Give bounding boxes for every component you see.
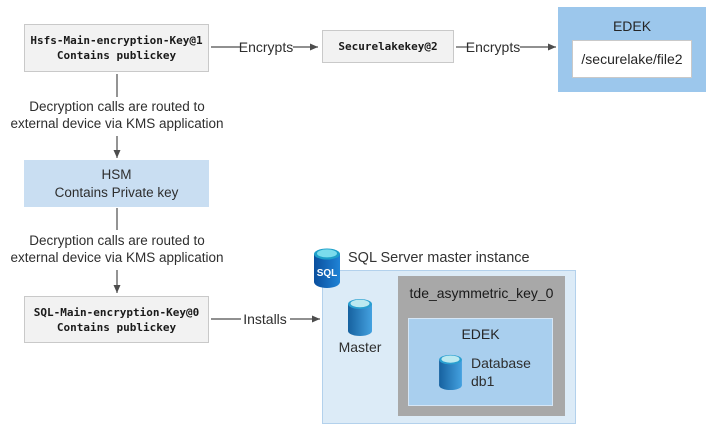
edek-title: EDEK bbox=[612, 18, 652, 34]
tde-asymmetric-key-title: tde_asymmetric_key_0 bbox=[409, 285, 554, 301]
kms-note-bottom-line2: external device via KMS application bbox=[10, 250, 224, 265]
encrypts-label-2: Encrypts bbox=[465, 39, 521, 55]
kms-note-top: Decryption calls are routed to external … bbox=[0, 98, 242, 132]
encrypts-label-1: Encrypts bbox=[238, 39, 294, 55]
db1-label: Database db1 bbox=[471, 354, 531, 390]
kms-note-top-line2: external device via KMS application bbox=[10, 116, 224, 131]
inner-edek-title: EDEK bbox=[461, 326, 500, 342]
master-database-icon bbox=[348, 299, 372, 336]
hsfs-key-name: Hsfs-Main-encryption-Key@1 bbox=[30, 34, 203, 47]
edek-box: EDEK /securelake/file2 bbox=[558, 7, 706, 92]
inner-edek-box: EDEK Database db1 bbox=[408, 318, 553, 406]
hsfs-key-box: Hsfs-Main-encryption-Key@1 Contains publ… bbox=[24, 24, 209, 72]
db1-label-line2: db1 bbox=[471, 373, 495, 389]
installs-label: Installs bbox=[243, 311, 287, 327]
db1-database-icon bbox=[439, 354, 462, 391]
sql-main-key-name: SQL-Main-encryption-Key@0 bbox=[33, 305, 200, 319]
sql-main-key-subtitle: Contains publickey bbox=[56, 320, 177, 334]
db1-label-line1: Database bbox=[471, 355, 531, 371]
kms-note-top-line1: Decryption calls are routed to bbox=[29, 99, 205, 114]
tde-asymmetric-key-box: tde_asymmetric_key_0 EDEK Database db1 bbox=[398, 276, 565, 416]
master-label: Master bbox=[338, 339, 382, 355]
securelake-file-box: /securelake/file2 bbox=[572, 40, 692, 78]
hsfs-key-subtitle: Contains publickey bbox=[56, 49, 177, 62]
hsm-title: HSM bbox=[101, 166, 132, 182]
securelake-file-path: /securelake/file2 bbox=[581, 51, 683, 67]
sql-main-key-box: SQL-Main-encryption-Key@0 Contains publi… bbox=[24, 296, 209, 343]
securelake-key-box: Securelakekey@2 bbox=[322, 30, 454, 63]
hsm-subtitle: Contains Private key bbox=[54, 184, 179, 200]
securelake-key-name: Securelakekey@2 bbox=[338, 40, 438, 53]
svg-text:SQL: SQL bbox=[317, 268, 338, 279]
kms-note-bottom: Decryption calls are routed to external … bbox=[0, 232, 242, 266]
sql-instance-title: SQL Server master instance bbox=[348, 250, 530, 266]
sql-database-icon: SQL bbox=[314, 248, 340, 288]
hsm-box: HSM Contains Private key bbox=[24, 160, 209, 207]
kms-note-bottom-line1: Decryption calls are routed to bbox=[29, 233, 205, 248]
